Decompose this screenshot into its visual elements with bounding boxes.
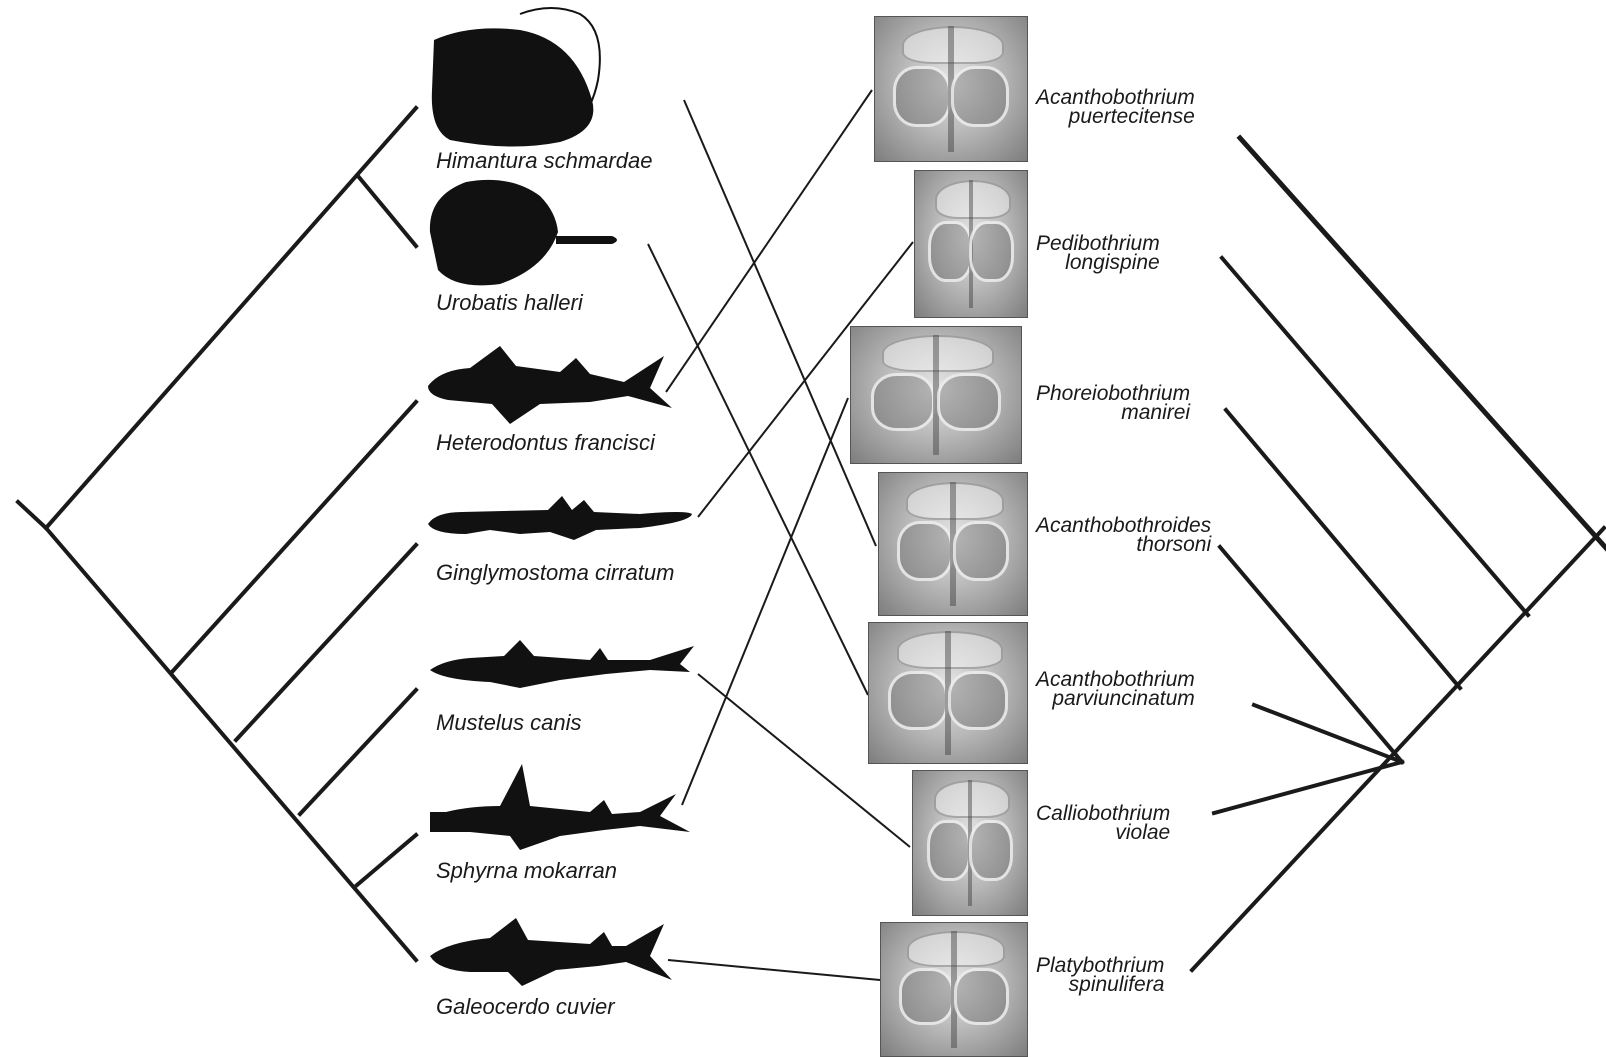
parasite-label-platybothrium-spinulifera: Platybothrium spinulifera — [1036, 956, 1164, 994]
parasite-label-phoreiobothrium-manirei: Phoreiobothrium manirei — [1036, 384, 1190, 422]
parasite-species: violae — [1036, 823, 1170, 842]
nurse-shark-silhouette-icon — [428, 496, 692, 540]
host-label-himantura: Himantura schmardae — [436, 148, 652, 174]
host-tree — [18, 108, 416, 960]
parasite-species: thorsoni — [1036, 535, 1211, 554]
calliobothrium-branch — [1214, 762, 1402, 813]
host-label-sphyrna: Sphyrna mokarran — [436, 858, 617, 884]
host-tree-lower-edge — [46, 528, 416, 960]
smoothhound-shark-silhouette-icon — [430, 640, 694, 688]
host-label-heterodontus: Heterodontus francisci — [436, 430, 655, 456]
batoid-node-branch — [358, 176, 416, 246]
host-label-urobatis: Urobatis halleri — [436, 290, 583, 316]
hammerhead-shark-silhouette-icon — [430, 764, 690, 850]
pedibothrium-branch — [1222, 258, 1528, 615]
parasite-tree-lower-edge — [1192, 528, 1604, 970]
sem-image-acanthobothrium-puertecitense — [874, 16, 1028, 162]
parasite-tree — [1192, 138, 1606, 970]
parasite-species: puertecitense — [1036, 107, 1195, 126]
host-root-stem — [18, 502, 46, 528]
sem-image-pedibothrium-longispine — [914, 170, 1028, 318]
parasite-species: manirei — [1036, 403, 1190, 422]
heterodontus-branch — [172, 402, 416, 672]
sem-image-acanthobothrium-parviuncinatum — [868, 622, 1028, 764]
round-stingray-silhouette-icon — [430, 180, 617, 286]
sphyrna-branch — [357, 835, 416, 885]
host-label-ginglymostoma: Ginglymostoma cirratum — [436, 560, 674, 586]
association-lines — [648, 90, 913, 980]
parasite-label-pedibothrium-longispine: Pedibothrium longispine — [1036, 234, 1160, 272]
mustelus-branch — [300, 690, 416, 814]
association-heterodontus-puertecitense — [666, 90, 872, 392]
stingray-silhouette-icon — [432, 8, 600, 147]
acanthobothroides-branch — [1220, 547, 1402, 762]
parasite-species: longispine — [1036, 253, 1160, 272]
tiger-shark-silhouette-icon — [430, 918, 672, 986]
horn-shark-silhouette-icon — [428, 346, 672, 424]
sem-image-phoreiobothrium-manirei — [850, 326, 1022, 464]
parasite-label-acanthobothrium-puertecitense: Acanthobothrium puertecitense — [1036, 88, 1195, 126]
host-label-mustelus: Mustelus canis — [436, 710, 582, 736]
parasite-label-acanthobothrium-parviuncinatum: Acanthobothrium parviuncinatum — [1036, 670, 1195, 708]
association-galeocerdo-platybothrium — [668, 960, 880, 980]
parasite-species: parviuncinatum — [1036, 689, 1195, 708]
parasite-label-acanthobothroides-thorsoni: Acanthobothroides thorsoni — [1036, 516, 1211, 554]
parasite-species: spinulifera — [1036, 975, 1164, 994]
sem-image-acanthobothroides-thorsoni — [878, 472, 1028, 616]
sem-image-platybothrium-spinulifera — [880, 922, 1028, 1057]
association-urobatis-parviuncinatum — [648, 244, 868, 695]
phoreiobothrium-branch — [1226, 410, 1460, 688]
sem-image-calliobothrium-violae — [912, 770, 1028, 916]
host-label-galeocerdo: Galeocerdo cuvier — [436, 994, 615, 1020]
parasite-label-calliobothrium-violae: Calliobothrium violae — [1036, 804, 1170, 842]
